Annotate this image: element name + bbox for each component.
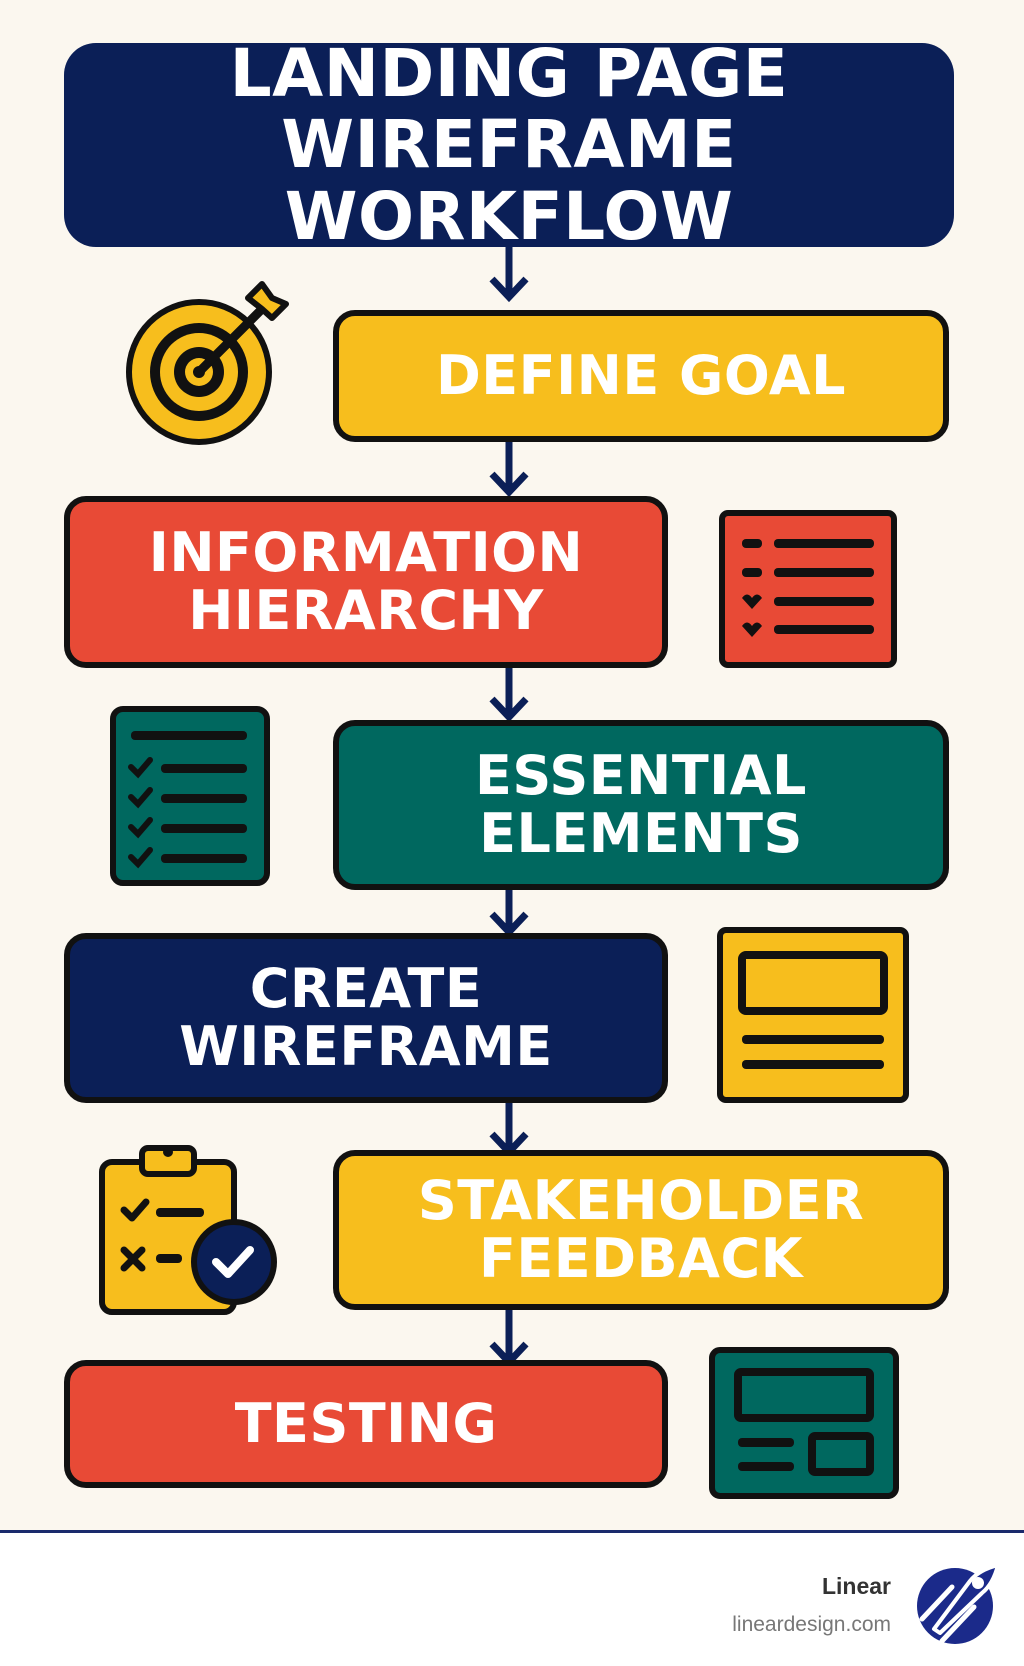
step-label-line-2: ELEMENTS xyxy=(479,802,803,865)
workflow-canvas: LANDING PAGE WIREFRAME WORKFLOW DEFINE G… xyxy=(0,0,1024,1530)
step-label-line-1: ESSENTIAL xyxy=(475,743,807,807)
step-label-line-2: FEEDBACK xyxy=(479,1227,803,1290)
step-information-hierarchy: INFORMATION HIERARCHY xyxy=(64,496,668,668)
down-arrow-icon xyxy=(489,247,529,303)
step-define-goal: DEFINE GOAL xyxy=(333,310,949,442)
browser-layout-icon xyxy=(709,1347,899,1499)
target-icon xyxy=(126,281,289,445)
step-label-line-2: WIREFRAME xyxy=(179,1015,553,1078)
step-label-line-1: STAKEHOLDER xyxy=(417,1168,865,1232)
step-label: TESTING xyxy=(234,1391,498,1455)
title-line-1: LANDING PAGE xyxy=(229,35,789,113)
step-testing: TESTING xyxy=(64,1360,668,1488)
down-arrow-icon xyxy=(489,440,529,498)
wireframe-layout-icon xyxy=(717,927,909,1103)
brand-name: Linear xyxy=(821,1573,891,1599)
list-document-icon xyxy=(719,510,897,668)
title-banner: LANDING PAGE WIREFRAME WORKFLOW xyxy=(64,38,954,252)
title-line-2: WIREFRAME WORKFLOW xyxy=(281,106,737,255)
step-label-line-1: CREATE xyxy=(249,956,483,1020)
step-label: DEFINE GOAL xyxy=(435,343,847,407)
step-label-line-2: HIERARCHY xyxy=(188,579,544,642)
step-essential-elements: ESSENTIAL ELEMENTS xyxy=(333,720,949,890)
clipboard-approval-icon xyxy=(99,1145,277,1315)
footer: Linear lineardesign.com xyxy=(0,1530,1024,1666)
step-label-line-1: INFORMATION xyxy=(148,520,584,584)
step-stakeholder-feedback: STAKEHOLDER FEEDBACK xyxy=(333,1150,949,1310)
checklist-icon xyxy=(110,706,270,886)
step-create-wireframe: CREATE WIREFRAME xyxy=(64,933,668,1103)
brand-url[interactable]: lineardesign.com xyxy=(732,1613,891,1636)
rocket-logo-icon xyxy=(917,1563,1000,1644)
down-arrow-icon xyxy=(489,665,529,723)
